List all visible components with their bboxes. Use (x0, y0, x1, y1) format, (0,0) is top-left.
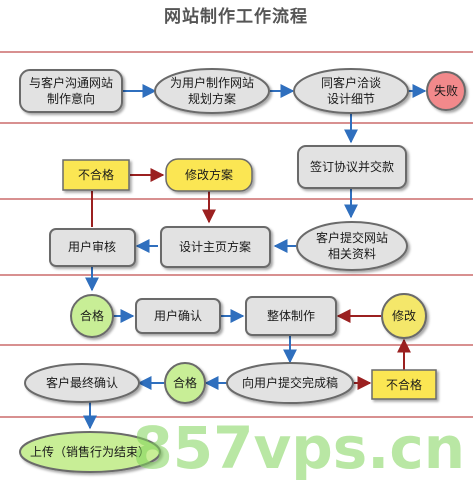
node-review-label: 用户审核 (68, 239, 116, 254)
node-fail (426, 71, 466, 111)
node-negotiate-label-2: 设计细节 (327, 92, 375, 106)
node-plan-label-2: 规划方案 (188, 91, 236, 106)
node-final-confirm (24, 363, 140, 403)
node-fail-label: 失败 (434, 83, 458, 98)
node-negotiate-label-1: 同客户洽谈 (321, 75, 381, 90)
node-submit-label-1: 客户提交网站 (316, 230, 388, 245)
node-design-label: 设计主页方案 (179, 239, 251, 254)
node-upload-label: 上传（销售行为结束） (30, 444, 150, 459)
node-final-confirm-label: 客户最终确认 (46, 375, 118, 390)
row-separators (0, 51, 473, 418)
node-unqualified-top-label: 不合格 (78, 167, 114, 182)
node-communicate-label-1: 与客户沟通网站 (29, 75, 113, 90)
node-build-label: 整体制作 (267, 308, 315, 323)
diagram-title: 网站制作工作流程 (164, 6, 308, 27)
node-confirm-label: 用户确认 (154, 308, 202, 323)
node-qualified-low (164, 362, 206, 404)
node-plan-label-1: 为用户制作网站 (170, 75, 254, 90)
node-submit-done-label: 向用户提交完成稿 (242, 375, 338, 390)
node-sign-label: 签订协议并交款 (310, 159, 394, 174)
node-communicate (19, 69, 123, 113)
node-confirm (135, 298, 221, 334)
node-qualified-low-label: 合格 (173, 375, 197, 390)
connectors-red (91, 168, 411, 390)
node-build (245, 296, 337, 336)
node-modify (381, 293, 427, 339)
node-sign (297, 145, 407, 189)
node-modify-plan (165, 158, 253, 192)
node-qualified-mid (70, 294, 114, 338)
node-upload (19, 431, 161, 473)
node-unqualified-low-label: 不合格 (386, 377, 422, 392)
node-submit-done (226, 362, 354, 404)
node-communicate-label-2: 制作意向 (47, 91, 95, 106)
node-unqualified-low (371, 369, 437, 400)
watermark: 857vps.cn (132, 414, 465, 482)
node-plan (154, 68, 270, 114)
node-modify-plan-label: 修改方案 (185, 167, 233, 182)
node-design (160, 226, 271, 268)
node-unqualified-top (62, 159, 130, 191)
node-submit (296, 221, 408, 271)
node-negotiate (293, 68, 409, 114)
connectors-blue (83, 84, 427, 430)
node-modify-label: 修改 (392, 308, 416, 323)
node-qualified-mid-label: 合格 (80, 308, 104, 323)
node-review (49, 228, 136, 267)
node-submit-label-2: 相关资料 (328, 247, 376, 261)
